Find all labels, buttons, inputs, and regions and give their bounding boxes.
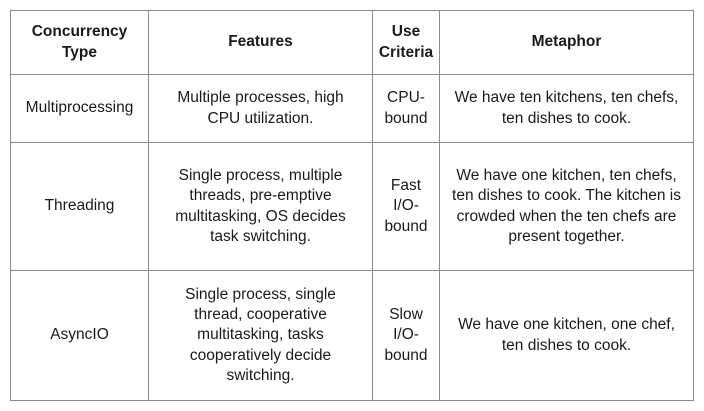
header-row: Concurrency Type Features Use Criteria M… (10, 10, 694, 75)
cell-use-criteria: CPU-bound (372, 74, 440, 143)
header-use-criteria: Use Criteria (372, 10, 440, 75)
cell-features: Single process, multiple threads, pre-em… (148, 142, 373, 271)
cell-type: Threading (10, 142, 149, 271)
concurrency-comparison-table: Concurrency Type Features Use Criteria M… (10, 10, 694, 401)
table-body: Multiprocessing Multiple processes, high… (10, 74, 694, 401)
table-header: Concurrency Type Features Use Criteria M… (10, 10, 694, 75)
cell-metaphor: We have one kitchen, one chef, ten dishe… (439, 270, 694, 401)
cell-features: Multiple processes, high CPU utilization… (148, 74, 373, 143)
cell-type: AsyncIO (10, 270, 149, 401)
cell-metaphor: We have ten kitchens, ten chefs, ten dis… (439, 74, 694, 143)
header-concurrency-type: Concurrency Type (10, 10, 149, 75)
header-features: Features (148, 10, 373, 75)
header-metaphor: Metaphor (439, 10, 694, 75)
cell-use-criteria: Slow I/O-bound (372, 270, 440, 401)
table-row: Multiprocessing Multiple processes, high… (10, 74, 694, 143)
cell-type: Multiprocessing (10, 74, 149, 143)
table-row: AsyncIO Single process, single thread, c… (10, 270, 694, 401)
cell-metaphor: We have one kitchen, ten chefs, ten dish… (439, 142, 694, 271)
table-row: Threading Single process, multiple threa… (10, 142, 694, 271)
cell-use-criteria: Fast I/O-bound (372, 142, 440, 271)
concurrency-comparison-table-wrapper: Concurrency Type Features Use Criteria M… (10, 10, 694, 401)
cell-features: Single process, single thread, cooperati… (148, 270, 373, 401)
